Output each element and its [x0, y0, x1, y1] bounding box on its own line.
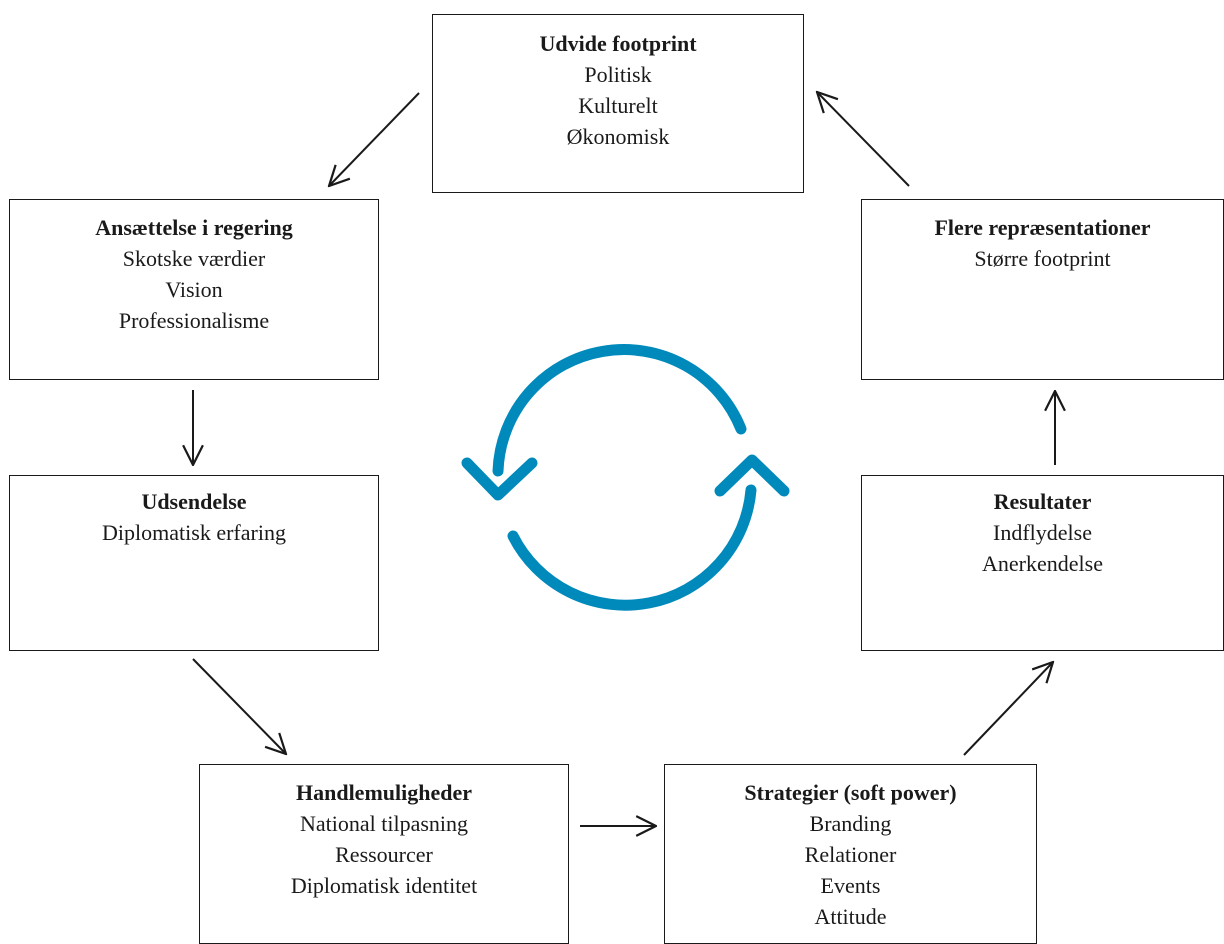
box-title: Resultater	[993, 489, 1092, 514]
box-line: Ressourcer	[335, 842, 433, 867]
box-government-hire: Ansættelse i regering Skotske værdier Vi…	[9, 199, 379, 380]
refresh-cycle-icon	[461, 344, 790, 611]
box-posting: Udsendelse Diplomatisk erfaring	[9, 475, 379, 651]
arrow-posting-to-options	[192, 658, 286, 754]
arrow-footprint-to-hire	[329, 92, 420, 186]
box-line: Diplomatisk identitet	[290, 873, 478, 898]
arrow-representations-to-footprint	[817, 92, 910, 187]
box-title: Ansættelse i regering	[95, 215, 293, 240]
cycle-lower-arrowhead-icon	[714, 454, 790, 497]
box-strategies: Strategier (soft power) Branding Relatio…	[664, 764, 1037, 944]
box-line: Relationer	[804, 842, 897, 867]
box-line: Anerkendelse	[982, 551, 1103, 576]
box-line: Branding	[809, 811, 892, 836]
box-title: Udsendelse	[141, 489, 247, 514]
box-line: Skotske værdier	[122, 246, 266, 271]
box-results: Resultater Indflydelse Anerkendelse	[861, 475, 1224, 651]
box-line: Attitude	[814, 904, 887, 929]
box-title: Handlemuligheder	[295, 780, 472, 805]
box-line: Større footprint	[974, 246, 1111, 271]
box-line: Vision	[165, 277, 223, 302]
box-expand-footprint: Udvide footprint Politisk Kulturelt Økon…	[432, 14, 804, 193]
box-more-representations: Flere repræsentationer Større footprint	[861, 199, 1224, 380]
box-title: Udvide footprint	[539, 31, 697, 56]
box-line: National tilpasning	[299, 811, 469, 836]
box-title: Strategier (soft power)	[744, 780, 957, 805]
box-line: Kulturelt	[578, 93, 658, 118]
cycle-upper-arc-icon	[492, 344, 747, 477]
box-line: Politisk	[584, 62, 652, 87]
box-line: Økonomisk	[566, 124, 670, 149]
box-line: Indflydelse	[993, 520, 1092, 545]
box-line: Professionalisme	[118, 308, 270, 333]
box-line: Diplomatisk erfaring	[102, 520, 286, 545]
arrow-strategies-to-results	[963, 662, 1053, 756]
box-line: Events	[820, 873, 881, 898]
box-title: Flere repræsentationer	[934, 215, 1151, 240]
box-options: Handlemuligheder National tilpasning Res…	[199, 764, 569, 944]
cycle-lower-arc-icon	[507, 484, 757, 611]
cycle-upper-arrowhead-icon	[461, 457, 538, 501]
